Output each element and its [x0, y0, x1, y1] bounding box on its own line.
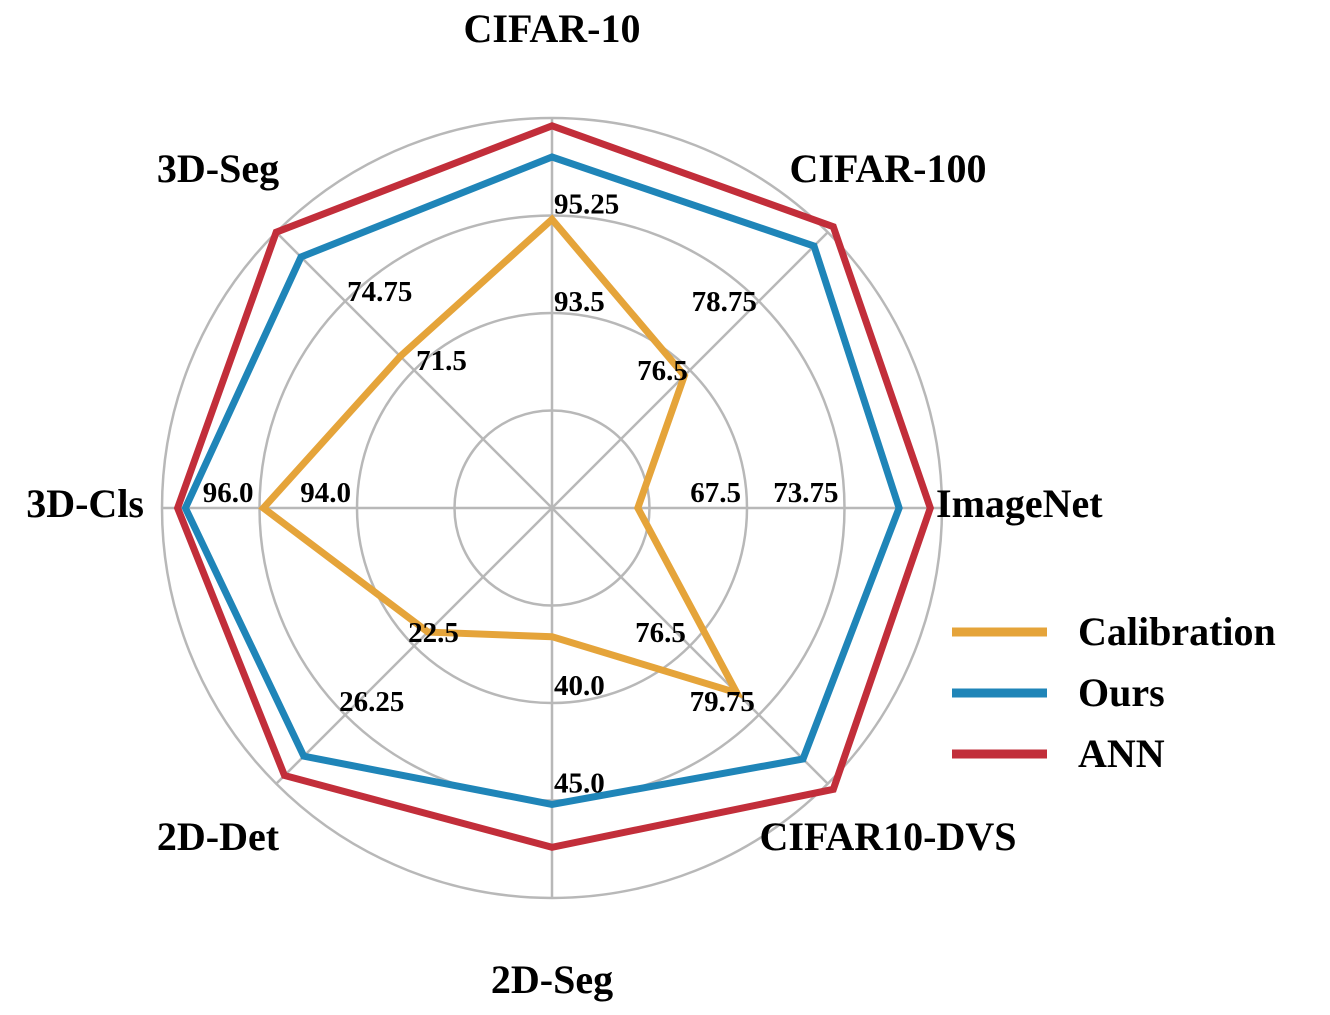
tick-labels: 93.5 95.25 76.5 78.75 67.5 73.75 76.5 79.75 40.0… [203, 189, 839, 800]
series-layer [173, 122, 935, 851]
axis-label-3d-seg: 3D-Seg [157, 146, 279, 191]
axis-label-2d-det: 2D-Det [157, 814, 280, 859]
tick-label-2-1: 76.5 [637, 355, 688, 387]
legend-label-ann: ANN [1078, 731, 1165, 776]
tick-label-5-1: 40.0 [554, 670, 605, 702]
tick-label-7-2: 96.0 [203, 477, 254, 509]
tick-label-1-1: 93.5 [554, 286, 605, 318]
spoke-8 [275, 231, 553, 509]
axis-label-cifar-10: CIFAR-10 [463, 6, 640, 51]
tick-label-7-1: 94.0 [300, 477, 351, 509]
tick-label-8-2: 74.75 [347, 276, 412, 308]
tick-label-3-1: 67.5 [690, 477, 741, 509]
tick-label-1-2: 95.25 [554, 189, 619, 221]
spoke-6 [275, 507, 553, 785]
series-ann-line [173, 122, 935, 851]
tick-label-6-2: 26.25 [339, 686, 404, 718]
spoke-2 [551, 231, 829, 509]
axis-label-3d-cls: 3D-Cls [26, 481, 144, 526]
tick-label-8-1: 71.5 [416, 345, 467, 377]
axis-label-cifar-100: CIFAR-100 [789, 146, 986, 191]
legend-label-calibration: Calibration [1078, 609, 1276, 654]
series-calibration-line [258, 214, 744, 699]
tick-label-3-2: 73.75 [773, 477, 838, 509]
tick-label-6-1: 22.5 [408, 617, 459, 649]
axis-label-imagenet: ImageNet [936, 481, 1103, 526]
tick-label-4-2: 79.75 [690, 686, 755, 718]
legend-label-ours: Ours [1078, 670, 1165, 715]
grid [160, 116, 944, 900]
tick-label-2-2: 78.75 [692, 286, 757, 318]
series-ours-line [181, 153, 903, 808]
axis-label-2d-seg: 2D-Seg [491, 957, 613, 1002]
spoke-4 [551, 507, 829, 785]
tick-label-4-1: 76.5 [635, 617, 686, 649]
tick-label-5-2: 45.0 [554, 768, 605, 800]
axis-label-cifar10-dvs: CIFAR10-DVS [759, 814, 1016, 859]
